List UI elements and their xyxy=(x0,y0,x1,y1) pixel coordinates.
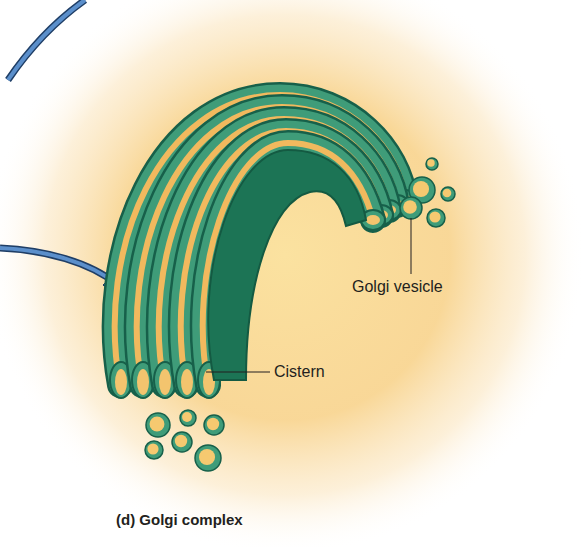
cistern-membrane xyxy=(137,107,397,385)
cistern-lumen xyxy=(181,131,381,385)
cistern-outline xyxy=(137,107,397,385)
golgi-vesicle xyxy=(426,158,438,170)
cistern-outline xyxy=(203,143,373,385)
leader-line xyxy=(206,372,270,373)
vesicle-cluster xyxy=(145,410,224,471)
cistern-lumen xyxy=(115,95,405,385)
cistern-membrane xyxy=(203,143,373,385)
part-label: Cistern xyxy=(274,362,325,382)
golgi-vesicle xyxy=(195,445,221,471)
cistern-lumen xyxy=(159,119,389,385)
cistern-outline xyxy=(115,95,405,385)
cisternae-stack xyxy=(110,95,417,398)
cistern-outline xyxy=(181,131,381,385)
golgi-vesicle xyxy=(145,441,163,459)
golgi-vesicle xyxy=(427,209,445,227)
cistern-lumen xyxy=(137,107,397,385)
pointer-arrow xyxy=(0,248,118,285)
cistern-layer xyxy=(132,107,409,398)
cistern-lumen xyxy=(159,369,171,395)
cistern-lumen xyxy=(137,369,149,395)
pointer-arrow xyxy=(0,248,118,285)
cistern-membrane xyxy=(159,119,389,385)
cistern-face xyxy=(208,150,366,380)
cistern-lumen xyxy=(203,143,373,385)
golgi-vesicle xyxy=(441,187,455,201)
golgi-vesicle xyxy=(180,410,196,426)
part-label: Golgi vesicle xyxy=(352,277,443,297)
pointer-arrow xyxy=(8,0,85,80)
cistern-layer xyxy=(198,143,385,398)
cistern-membrane xyxy=(115,95,405,385)
figure-caption: (d) Golgi complex xyxy=(116,510,243,530)
cistern-layer xyxy=(176,131,393,398)
cistern-membrane xyxy=(181,131,381,385)
pointer-arrow xyxy=(8,0,85,80)
cistern-lumen xyxy=(115,369,127,395)
cistern-layer xyxy=(154,119,401,398)
golgi-vesicle xyxy=(146,413,170,437)
golgi-vesicle xyxy=(204,415,224,435)
golgi-vesicle xyxy=(400,197,422,219)
golgi-vesicle xyxy=(172,432,192,452)
vesicle-cluster xyxy=(400,158,455,227)
cistern-lumen xyxy=(181,369,193,395)
cistern-outline xyxy=(159,119,389,385)
cistern-layer xyxy=(110,95,417,398)
leader-line xyxy=(411,218,412,274)
cistern-lumen xyxy=(366,215,380,225)
